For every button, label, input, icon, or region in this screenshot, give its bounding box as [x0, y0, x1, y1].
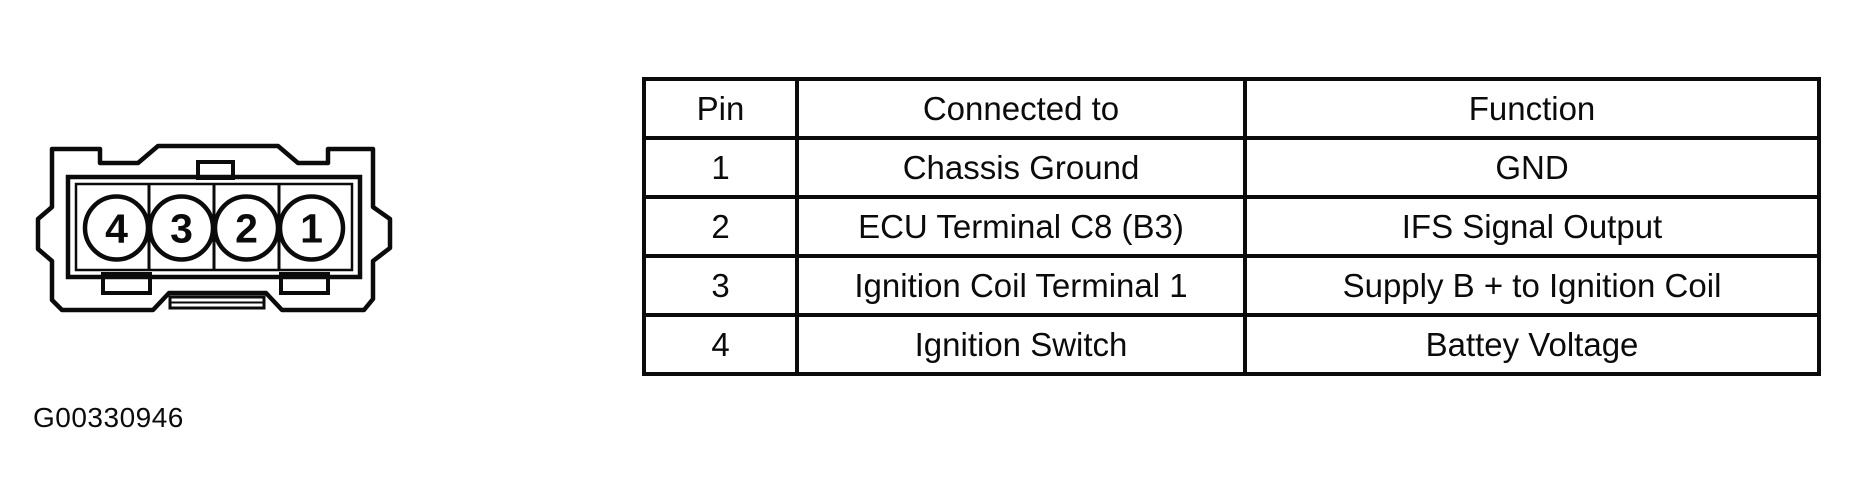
pin-number-cell: 4 — [642, 313, 799, 376]
pin-4-label: 4 — [105, 206, 128, 252]
connector-pin-1: 1 — [277, 194, 346, 262]
pin-function-table: Pin Connected to Function 1 Chassis Grou… — [642, 77, 1821, 376]
connected-to-cell: Ignition Switch — [795, 313, 1247, 376]
pin-number-cell: 3 — [642, 254, 799, 317]
connected-to-cell: ECU Terminal C8 (B3) — [795, 195, 1247, 258]
column-header-function: Function — [1243, 77, 1821, 140]
table-row-pin-1: 1 Chassis Ground GND — [642, 136, 1821, 199]
table-row-pin-3: 3 Ignition Coil Terminal 1 Supply B + to… — [642, 254, 1821, 317]
pin-3-label: 3 — [170, 206, 193, 252]
connector-pin-2: 2 — [212, 194, 281, 262]
table-row-pin-2: 2 ECU Terminal C8 (B3) IFS Signal Output — [642, 195, 1821, 258]
function-cell: Battey Voltage — [1243, 313, 1821, 376]
table-header-row: Pin Connected to Function — [642, 77, 1821, 140]
connector-diagram: 4 3 2 1 — [35, 143, 393, 313]
function-cell: IFS Signal Output — [1243, 195, 1821, 258]
column-header-pin: Pin — [642, 77, 799, 140]
connector-pin-block-outer — [65, 174, 363, 280]
connector-pin-4: 4 — [82, 194, 151, 262]
connected-to-cell: Ignition Coil Terminal 1 — [795, 254, 1247, 317]
connector-pin-3: 3 — [147, 194, 216, 262]
connector-foot-right — [279, 272, 330, 295]
connector-pin-block-inner — [74, 182, 354, 272]
pin-2-label: 2 — [235, 206, 258, 252]
pin-number-cell: 1 — [642, 136, 799, 199]
function-cell: Supply B + to Ignition Coil — [1243, 254, 1821, 317]
connected-to-cell: Chassis Ground — [795, 136, 1247, 199]
connector-housing-outline — [35, 143, 393, 313]
pin-number-cell: 2 — [642, 195, 799, 258]
function-cell: GND — [1243, 136, 1821, 199]
figure-code: G00330946 — [33, 402, 184, 433]
connector-foot-left — [101, 272, 152, 295]
pin-1-label: 1 — [300, 206, 323, 252]
column-header-connected-to: Connected to — [795, 77, 1247, 140]
table-row-pin-4: 4 Ignition Switch Battey Voltage — [642, 313, 1821, 376]
